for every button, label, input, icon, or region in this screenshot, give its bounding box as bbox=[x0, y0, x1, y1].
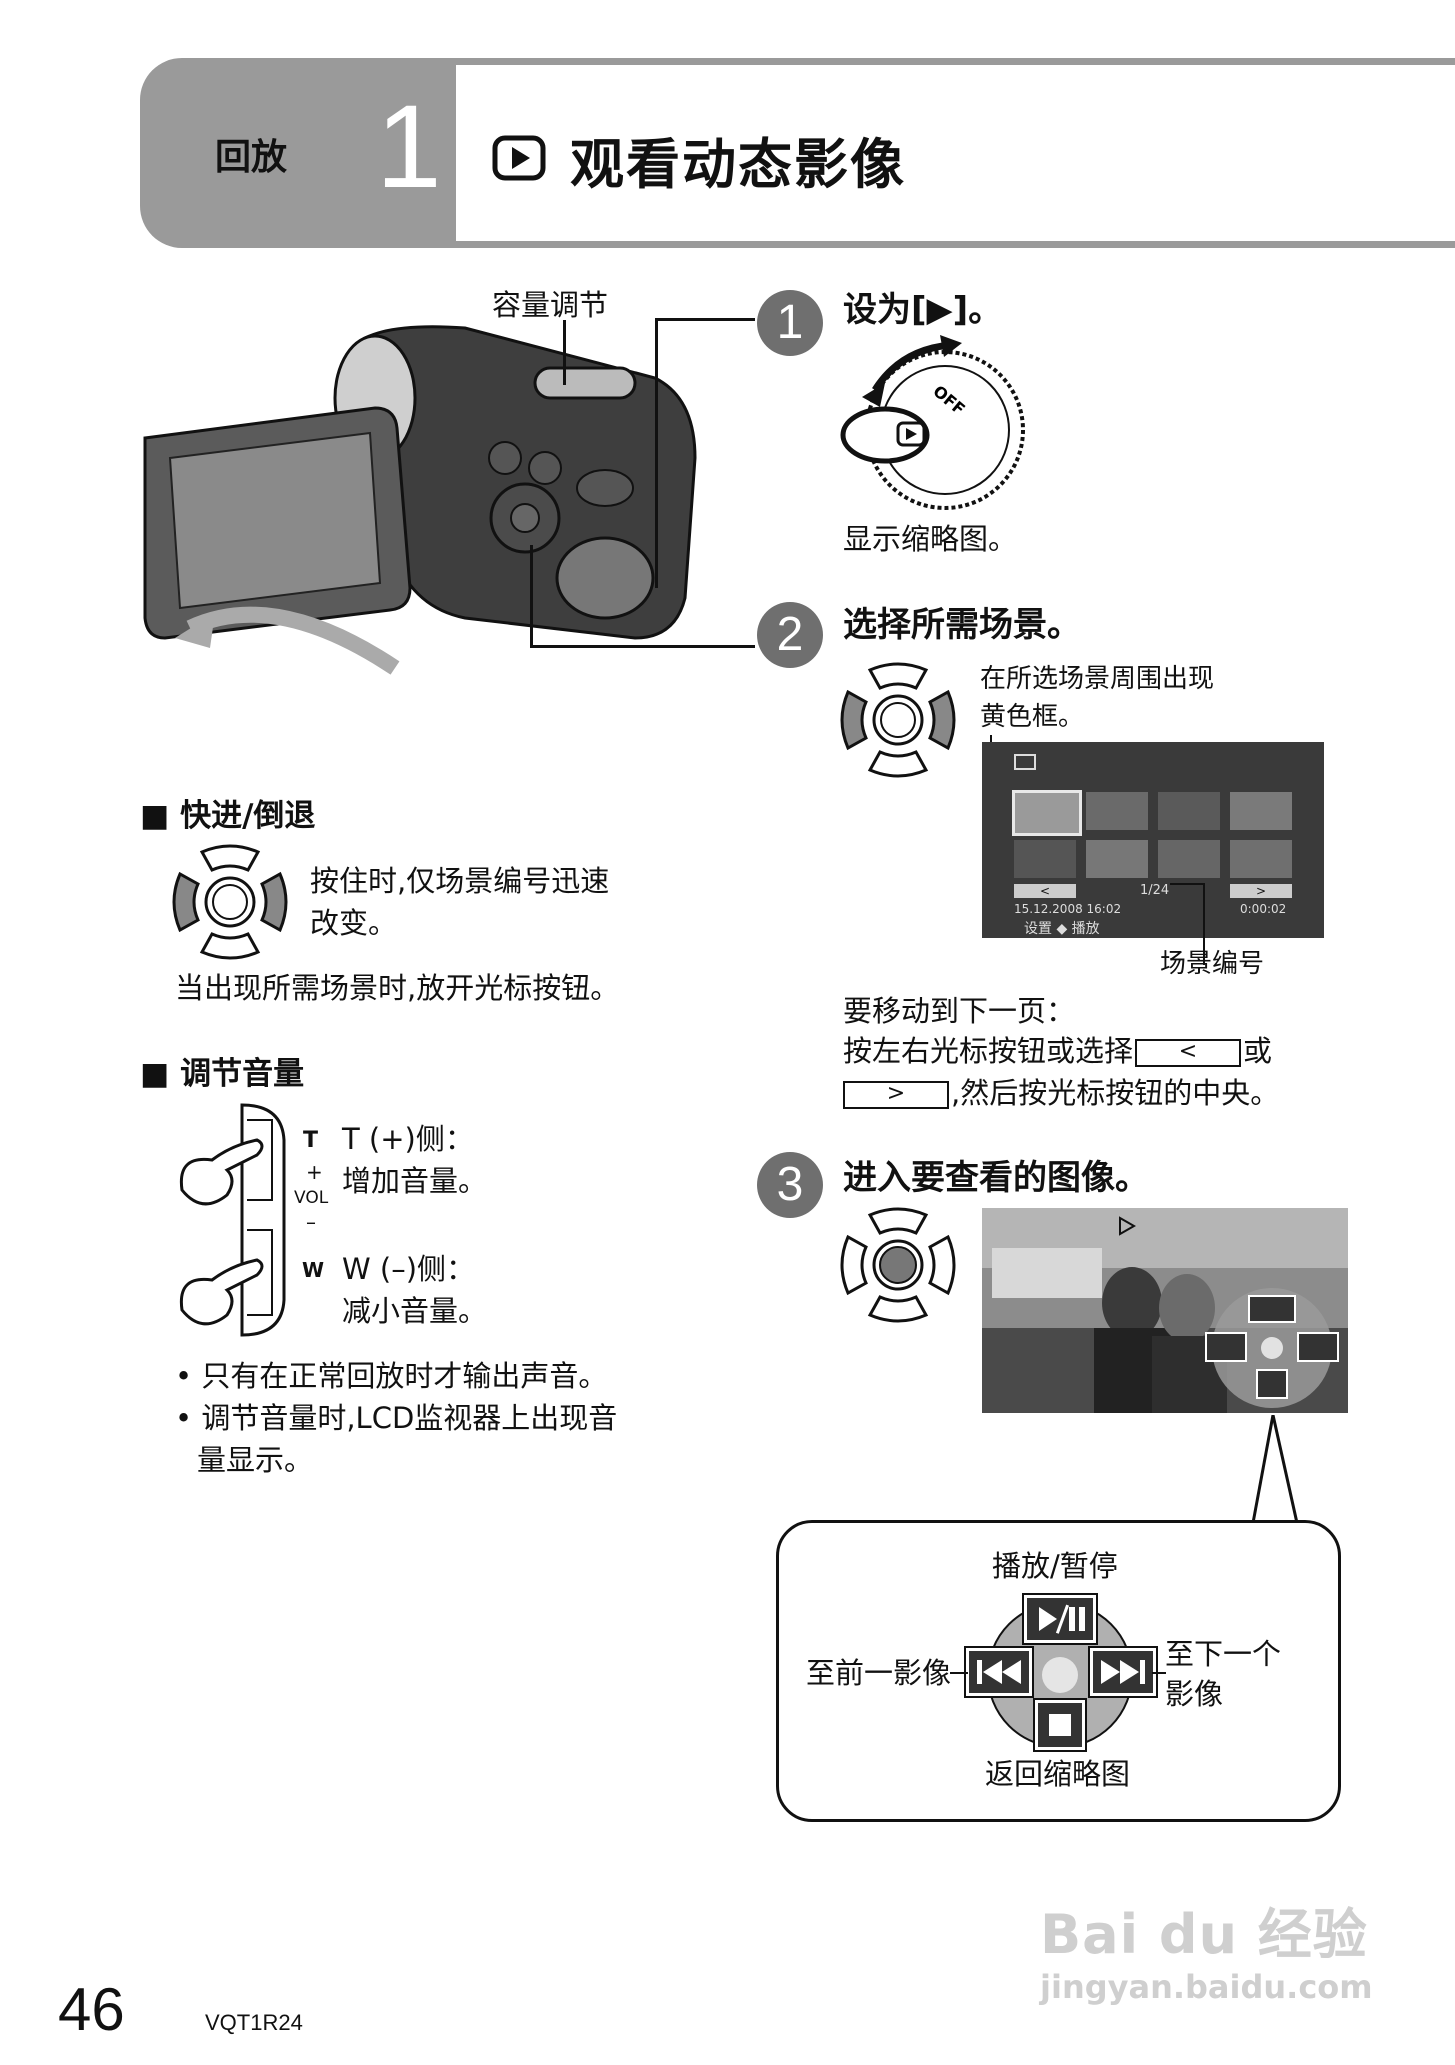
page-hint-line2a: 按左右光标按钮或选择 bbox=[843, 1034, 1134, 1068]
camera-illustration bbox=[143, 325, 697, 675]
play-pause-icon bbox=[1039, 1604, 1085, 1634]
thumbnail-screen: < 1/24 > 15.12.2008 16:02 0:00:02 设置 ◆ 播… bbox=[982, 742, 1324, 938]
scene-number-label: 场景编号 bbox=[1160, 949, 1265, 979]
callout-line-scene-v bbox=[1203, 883, 1205, 965]
page-header bbox=[140, 58, 1455, 248]
callout-line-prev bbox=[950, 1672, 968, 1674]
fast-forward-release: 当出现所需场景时,放开光标按钮。 bbox=[175, 971, 620, 1005]
model-code: VQT1R24 bbox=[205, 2010, 303, 2035]
fast-forward-line2: 改变。 bbox=[310, 906, 398, 940]
page-hint-line1: 要移动到下一页： bbox=[843, 994, 1076, 1028]
cursor-pad-left-right-icon bbox=[840, 662, 956, 778]
header-title-band bbox=[456, 58, 1455, 248]
thumb-counter: 1/24 bbox=[1140, 883, 1170, 898]
volume-bullet-2a: • 调节音量时,LCD监视器上出现音 bbox=[175, 1401, 618, 1435]
volume-heading: ■ 调节音量 bbox=[140, 1056, 305, 1092]
callout-line-next bbox=[1152, 1672, 1166, 1674]
next-page-button[interactable]: > bbox=[843, 1081, 949, 1109]
callout-line-step2-v bbox=[530, 545, 533, 647]
next-image-button[interactable] bbox=[1088, 1646, 1158, 1698]
thumb-item[interactable] bbox=[1014, 840, 1076, 878]
step-2-number: 2 bbox=[757, 602, 823, 668]
volume-lever-illustration bbox=[179, 1103, 286, 1337]
step-1-note: 显示缩略图。 bbox=[843, 522, 1018, 556]
playback-scene-illustration bbox=[982, 1208, 1348, 1413]
callout-line-step1-v bbox=[655, 318, 658, 588]
watermark-logo: Bai du 经验 bbox=[1040, 1903, 1368, 1966]
previous-image-button[interactable] bbox=[964, 1646, 1034, 1698]
page-hint-line2b: 或 bbox=[1243, 1034, 1273, 1068]
thumb-item[interactable] bbox=[1230, 840, 1292, 878]
page-hint-line3: >,然后按光标按钮的中央。 bbox=[843, 1072, 1279, 1114]
volume-w-line1: W (–)侧： bbox=[342, 1252, 476, 1286]
thumb-selected-frame[interactable] bbox=[1012, 790, 1082, 836]
header-section-tab bbox=[140, 58, 456, 248]
thumb-item[interactable] bbox=[1230, 792, 1292, 830]
thumb-menu: 设置 ◆ 播放 bbox=[1024, 921, 1100, 937]
volume-w-line2: 减小音量。 bbox=[342, 1294, 488, 1328]
volume-bullet-2b: 量显示。 bbox=[197, 1443, 314, 1477]
stop-button[interactable] bbox=[1033, 1698, 1087, 1752]
thumb-item[interactable] bbox=[1158, 840, 1220, 878]
thumb-item[interactable] bbox=[1158, 792, 1220, 830]
volume-t-mark: T bbox=[303, 1128, 319, 1153]
thumb-item[interactable] bbox=[1086, 840, 1148, 878]
thumb-time: 0:00:02 bbox=[1240, 902, 1287, 916]
step-3-title: 进入要查看的图像。 bbox=[843, 1158, 1149, 1198]
volume-minus-mark: – bbox=[306, 1210, 316, 1234]
callout-line-volume bbox=[563, 320, 566, 385]
thumb-play-mode-icon bbox=[1014, 754, 1036, 770]
volume-vol-label: VOL bbox=[294, 1188, 329, 1208]
stop-label: 返回缩略图 bbox=[985, 1757, 1131, 1791]
prev-page-button[interactable]: < bbox=[1135, 1039, 1242, 1067]
volume-bullet-1: • 只有在正常回放时才输出声音。 bbox=[175, 1359, 608, 1393]
volume-plus-mark: + bbox=[306, 1160, 323, 1184]
frame-note-line2: 黄色框。 bbox=[980, 702, 1085, 732]
stop-icon bbox=[1049, 1714, 1071, 1736]
step-3-number: 3 bbox=[757, 1152, 823, 1218]
volume-t-line2: 增加音量。 bbox=[342, 1164, 488, 1198]
thumb-prev-button[interactable]: < bbox=[1014, 884, 1076, 898]
section-number: 1 bbox=[376, 81, 442, 213]
volume-t-line1: T (+)侧： bbox=[342, 1122, 474, 1156]
callout-line-step2-h bbox=[530, 645, 755, 648]
section-label: 回放 bbox=[215, 137, 288, 178]
cursor-pad-fast-icon bbox=[172, 844, 288, 960]
page-title: 观看动态影像 bbox=[570, 133, 906, 196]
volume-control-label: 容量调节 bbox=[492, 288, 609, 322]
next-image-label-line1: 至下一个 bbox=[1165, 1637, 1282, 1671]
play-mode-icon bbox=[492, 135, 546, 181]
frame-note-line1: 在所选场景周围出现 bbox=[980, 664, 1215, 694]
page-number: 46 bbox=[58, 1976, 125, 2043]
callout-line-step1-h bbox=[655, 318, 755, 321]
thumb-item[interactable] bbox=[1086, 792, 1148, 830]
step-1-title: 设为[▶]。 bbox=[843, 290, 1003, 330]
fast-forward-heading: ■ 快进/倒退 bbox=[140, 798, 316, 834]
page-hint-line3-text: ,然后按光标按钮的中央。 bbox=[951, 1076, 1280, 1110]
fast-forward-line1: 按住时,仅场景编号迅速 bbox=[310, 864, 610, 898]
callout-pointer bbox=[1251, 1415, 1299, 1524]
cursor-pad-center-icon bbox=[840, 1207, 956, 1323]
step-2-title: 选择所需场景。 bbox=[843, 605, 1081, 645]
mode-dial-icon: OFF bbox=[840, 335, 1025, 510]
previous-image-label: 至前一影像 bbox=[806, 1656, 952, 1690]
page-hint-line2: 按左右光标按钮或选择<或 bbox=[843, 1030, 1272, 1072]
play-pause-button[interactable] bbox=[1022, 1593, 1098, 1645]
play-pause-label: 播放/暂停 bbox=[992, 1549, 1118, 1583]
callout-line-scene-h bbox=[1170, 883, 1204, 885]
thumb-next-button[interactable]: > bbox=[1230, 884, 1292, 898]
thumb-date: 15.12.2008 16:02 bbox=[1014, 902, 1122, 916]
watermark-url: jingyan.baidu.com bbox=[1040, 1968, 1373, 2006]
next-image-label-line2: 影像 bbox=[1165, 1677, 1224, 1711]
volume-w-mark: W bbox=[302, 1258, 325, 1282]
fast-forward-icon bbox=[1101, 1660, 1145, 1684]
rewind-icon bbox=[977, 1660, 1021, 1684]
playback-photo bbox=[982, 1208, 1348, 1413]
step-1-number: 1 bbox=[757, 290, 823, 356]
